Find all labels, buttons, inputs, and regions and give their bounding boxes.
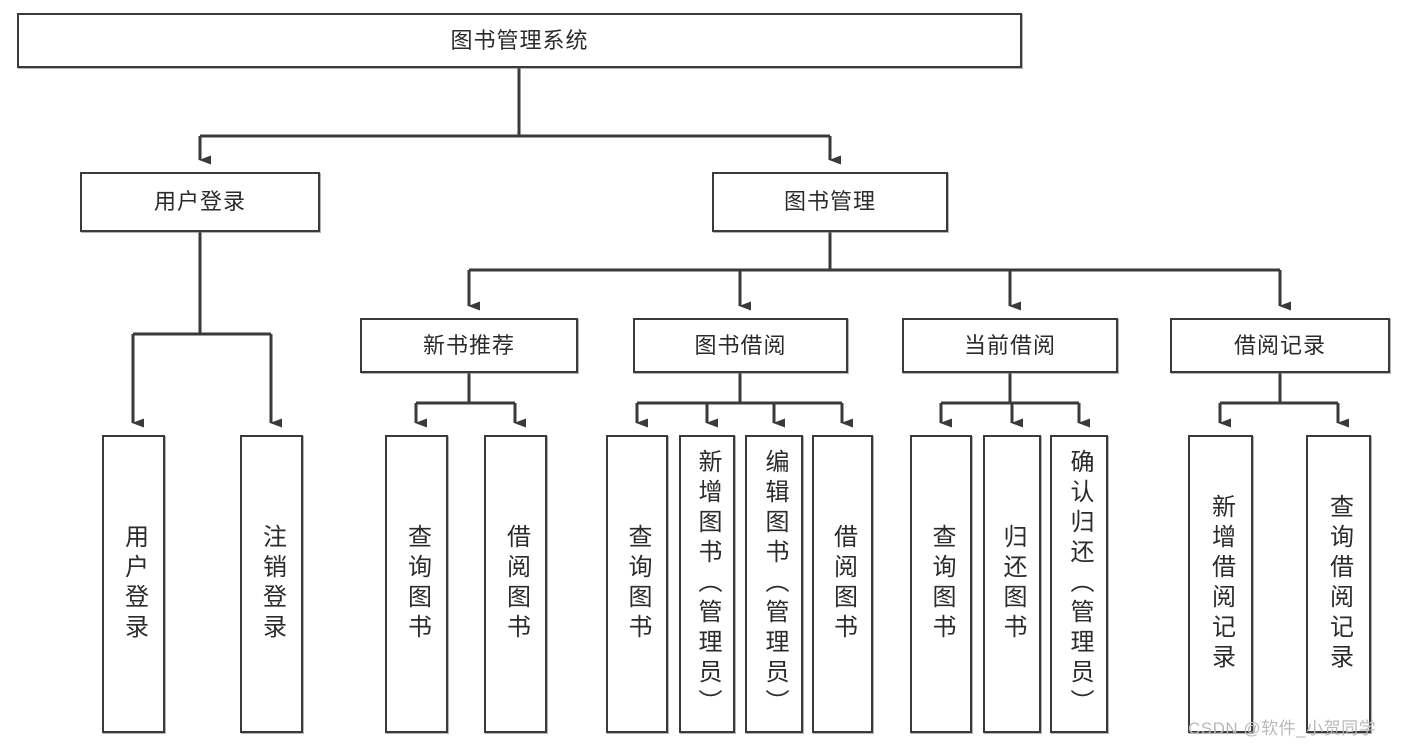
- node-label-leaf-confirm-return-admin: 确认归还（管理员）: [1066, 449, 1093, 719]
- node-label-leaf-add-book-admin: 新增图书（管理员）: [694, 449, 721, 719]
- node-label-leaf-user-login: 用户登录: [120, 524, 148, 644]
- node-new-book-rec[interactable]: 新书推荐: [360, 318, 578, 373]
- node-label-leaf-query-book-cb: 查询图书: [928, 524, 955, 644]
- node-label-leaf-edit-book-admin: 编辑图书（管理员）: [761, 449, 788, 719]
- node-label-root: 图书管理系统: [450, 27, 589, 53]
- node-current-borrow[interactable]: 当前借阅: [902, 318, 1118, 373]
- node-leaf-query-borrow-record[interactable]: 查询借阅记录: [1306, 435, 1371, 733]
- node-user-login[interactable]: 用户登录: [80, 172, 320, 232]
- node-book-borrow[interactable]: 图书借阅: [633, 318, 848, 373]
- node-label-user-login: 用户登录: [153, 189, 246, 214]
- node-leaf-borrow-book-rec[interactable]: 借阅图书: [484, 435, 547, 733]
- node-leaf-edit-book-admin[interactable]: 编辑图书（管理员）: [745, 435, 803, 733]
- node-label-book-manage: 图书管理: [783, 189, 876, 214]
- node-label-leaf-query-borrow-record: 查询借阅记录: [1325, 494, 1353, 674]
- node-leaf-return-book[interactable]: 归还图书: [983, 435, 1041, 733]
- node-label-leaf-query-book-bb: 查询图书: [624, 524, 651, 644]
- node-leaf-add-borrow-record[interactable]: 新增借阅记录: [1188, 435, 1253, 733]
- node-leaf-query-book-cb[interactable]: 查询图书: [910, 435, 972, 733]
- node-leaf-add-book-admin[interactable]: 新增图书（管理员）: [679, 435, 735, 733]
- node-leaf-user-login[interactable]: 用户登录: [102, 435, 165, 733]
- node-label-current-borrow: 当前借阅: [963, 332, 1056, 358]
- node-label-leaf-borrow-book-rec: 借阅图书: [502, 524, 530, 644]
- node-label-book-borrow: 图书借阅: [694, 332, 787, 358]
- node-leaf-query-book-rec[interactable]: 查询图书: [385, 435, 448, 733]
- node-borrow-record[interactable]: 借阅记录: [1170, 318, 1390, 373]
- node-leaf-borrow-book-bb[interactable]: 借阅图书: [812, 435, 873, 733]
- node-leaf-confirm-return-admin[interactable]: 确认归还（管理员）: [1050, 435, 1108, 733]
- node-label-new-book-rec: 新书推荐: [422, 332, 515, 358]
- node-root[interactable]: 图书管理系统: [17, 13, 1022, 68]
- node-label-leaf-add-borrow-record: 新增借阅记录: [1207, 494, 1235, 674]
- node-label-leaf-borrow-book-bb: 借阅图书: [829, 524, 857, 644]
- node-label-leaf-query-book-rec: 查询图书: [403, 524, 431, 644]
- node-leaf-query-book-bb[interactable]: 查询图书: [606, 435, 668, 733]
- node-leaf-logout[interactable]: 注销登录: [240, 435, 303, 733]
- node-label-borrow-record: 借阅记录: [1233, 332, 1326, 358]
- node-label-leaf-return-book: 归还图书: [999, 524, 1026, 644]
- node-book-manage[interactable]: 图书管理: [712, 172, 948, 232]
- csdn-watermark: CSDN @软件_小贺同学: [1188, 719, 1377, 738]
- node-label-leaf-logout: 注销登录: [258, 524, 286, 644]
